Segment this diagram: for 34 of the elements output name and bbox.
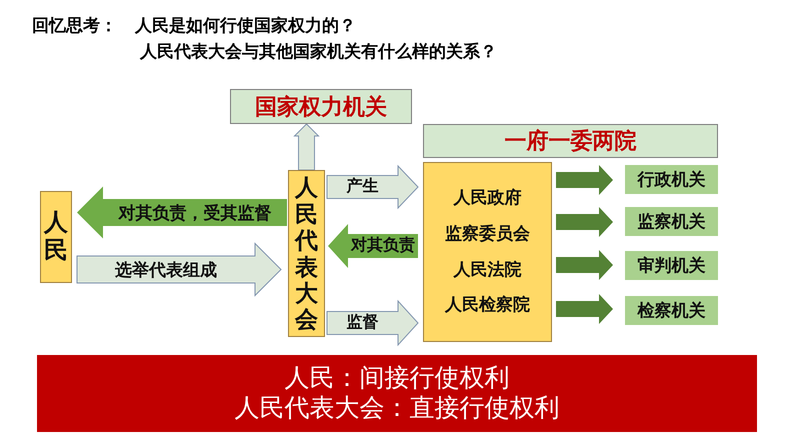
organ-box: 行政机关 — [625, 165, 718, 194]
block-arrow — [326, 164, 419, 210]
block-arrow — [556, 165, 613, 195]
edge-label: 对其负责，受其监督 — [118, 204, 272, 221]
edge-label: 选举代表组成 — [115, 261, 217, 278]
question-text: 人民是如何行使国家权力的？ — [135, 15, 356, 37]
summary-text: 人民代表大会：直接行使权利 — [234, 394, 560, 422]
edge-label: 产生 — [346, 179, 378, 195]
edge-label: 监督 — [346, 315, 378, 331]
organ-box: 人民 — [40, 191, 72, 283]
block-arrow — [326, 300, 419, 346]
summary-band — [37, 355, 757, 432]
organ-box: 检察机关 — [625, 296, 718, 325]
organ-box: 监察机关 — [625, 207, 718, 236]
summary-text: 人民：间接行使权利 — [284, 365, 510, 392]
heading-box: 一府一委两院 — [423, 124, 718, 158]
block-arrow — [77, 186, 287, 238]
heading-box: 国家权力机关 — [230, 89, 412, 124]
edge-label: 对其负责 — [351, 238, 415, 254]
organ-box: 人民代表大会 — [288, 170, 325, 337]
block-arrow — [328, 224, 418, 268]
block-arrow — [76, 242, 282, 297]
organ-name: 人民检察院 — [445, 296, 530, 315]
organ-box — [423, 162, 552, 342]
organ-name: 人民法院 — [454, 260, 522, 280]
organ-name: 人民政府 — [454, 189, 522, 208]
question-text: 回忆思考： — [32, 15, 117, 37]
organ-box: 审判机关 — [625, 251, 718, 280]
block-arrow — [556, 294, 613, 324]
block-arrow — [293, 123, 320, 170]
block-arrow — [556, 207, 613, 237]
question-text: 人民代表大会与其他国家机关有什么样的关系？ — [140, 41, 497, 63]
organ-name: 监察委员会 — [445, 224, 530, 244]
block-arrow — [556, 250, 613, 280]
